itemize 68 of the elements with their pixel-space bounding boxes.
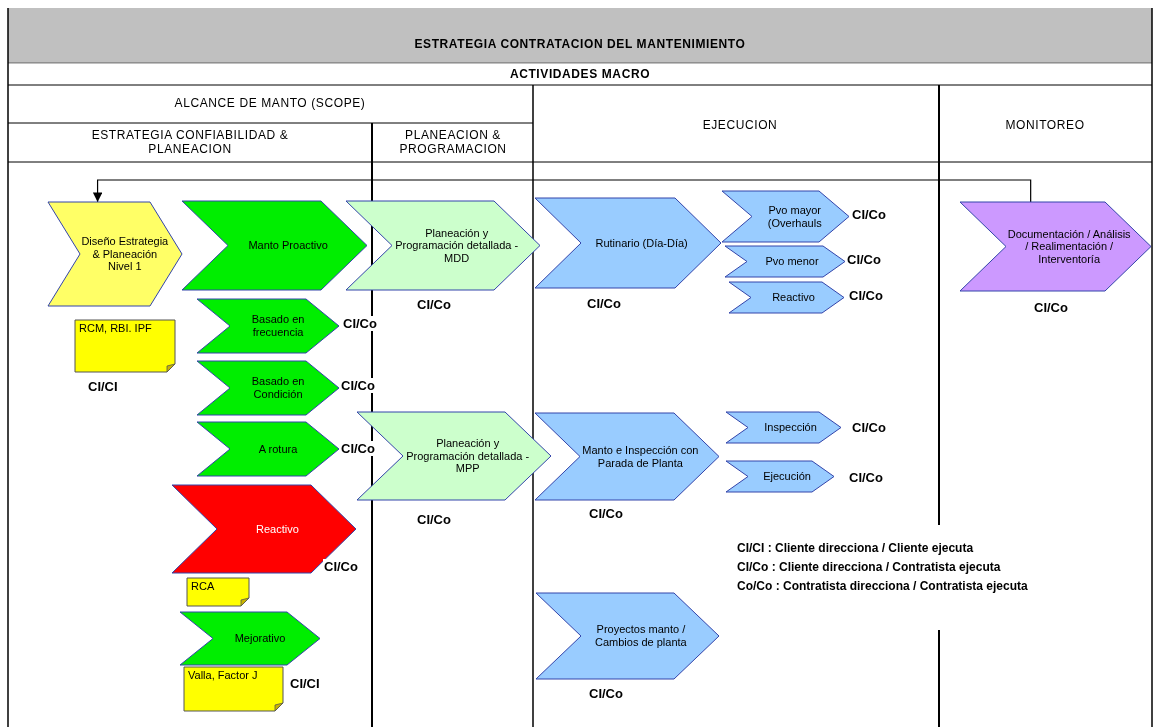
responsibility-code: CI/Co bbox=[851, 207, 887, 222]
chevron-box bbox=[725, 246, 845, 277]
node-text: Pvo mayor (Overhauls bbox=[766, 203, 823, 230]
node-text: Valla, Factor J bbox=[188, 669, 258, 682]
chevron-box bbox=[346, 201, 540, 290]
responsibility-code: CI/Co bbox=[851, 420, 887, 435]
chevron-box bbox=[48, 202, 182, 306]
column-header: ACTIVIDADES MACRO bbox=[508, 67, 652, 82]
node-text: Inspección bbox=[764, 421, 817, 434]
chevron-box bbox=[960, 202, 1151, 291]
legend-note: CI/Co : Cliente direcciona / Contratista ejecuta bbox=[737, 560, 1002, 575]
chevron-box bbox=[536, 593, 719, 679]
chevron-box bbox=[197, 361, 339, 415]
diagram-title: ESTRATEGIA CONTRATACION DEL MANTENIMIENTO bbox=[413, 37, 747, 52]
responsibility-code: CI/CI bbox=[87, 379, 119, 394]
note-box bbox=[75, 320, 175, 372]
node-text: Proyectos manto / Cambios de planta bbox=[594, 623, 688, 649]
node-text: Planeación y Programación detallada - MPP bbox=[405, 437, 531, 475]
chevron-box bbox=[535, 413, 719, 500]
responsibility-code: CI/CI bbox=[289, 676, 321, 691]
node-text: Mejorativo bbox=[234, 632, 286, 645]
node-text: Documentación / Análisis / Realimentación / Interventoría bbox=[1007, 227, 1132, 266]
responsibility-code: CI/Co bbox=[323, 559, 359, 574]
chevron-box bbox=[726, 461, 834, 492]
responsibility-code: CI/Co bbox=[342, 316, 378, 331]
node-text: Manto e Inspección con Parada de Planta bbox=[581, 443, 700, 470]
node-text: Basado en frecuencia bbox=[250, 313, 306, 339]
node-text: A rotura bbox=[258, 442, 298, 456]
chevron-box bbox=[182, 201, 367, 290]
responsibility-code: CI/Co bbox=[340, 441, 376, 456]
column-header: EJECUCION bbox=[701, 118, 779, 133]
chevron-box bbox=[197, 299, 339, 353]
chevron-box bbox=[726, 412, 841, 443]
legend-note: Co/Co : Contratista direcciona / Contratista ejecuta bbox=[737, 579, 1029, 594]
node-text: Ejecución bbox=[763, 470, 811, 483]
responsibility-code: CI/Co bbox=[586, 296, 622, 311]
node-text: RCA bbox=[191, 580, 215, 593]
responsibility-code: CI/Co bbox=[340, 378, 376, 393]
responsibility-code: CI/Co bbox=[416, 297, 452, 312]
node-text: Rutinario (Día-Día) bbox=[595, 236, 688, 250]
node-text: Planeación y Programación detallada - MDD bbox=[394, 226, 520, 265]
column-header: PLANEACION & PROGRAMACION bbox=[398, 128, 508, 157]
legend-note: CI/CI : Cliente direcciona / Cliente ejecuta bbox=[737, 541, 975, 556]
chevron-box bbox=[722, 191, 849, 242]
responsibility-code: CI/Co bbox=[848, 470, 884, 485]
responsibility-code: CI/Co bbox=[416, 512, 452, 527]
node-text: Reactivo bbox=[255, 522, 299, 536]
chevron-box bbox=[729, 282, 844, 313]
responsibility-code: CI/Co bbox=[588, 686, 624, 701]
responsibility-code: CI/Co bbox=[848, 288, 884, 303]
node-text: RCM, RBI. IPF bbox=[79, 322, 152, 335]
chevron-box bbox=[197, 422, 339, 476]
note-box bbox=[187, 578, 249, 606]
responsibility-code: CI/Co bbox=[1033, 300, 1069, 315]
feedback-arrow bbox=[92, 179, 1032, 203]
column-header: ESTRATEGIA CONFIABILIDAD & PLANEACION bbox=[90, 128, 290, 157]
responsibility-code: CI/Co bbox=[846, 252, 882, 267]
column-header: MONITOREO bbox=[1004, 118, 1086, 133]
chevron-box bbox=[180, 612, 320, 665]
node-text: Reactivo bbox=[772, 291, 815, 304]
node-text: Pvo menor bbox=[765, 255, 819, 268]
responsibility-code: CI/Co bbox=[588, 506, 624, 521]
node-text: Manto Proactivo bbox=[248, 239, 328, 252]
node-text: Basado en Condición bbox=[250, 375, 306, 401]
node-text: Diseño Estrategia & Planeación Nivel 1 bbox=[81, 235, 169, 273]
column-header: ALCANCE DE MANTO (SCOPE) bbox=[173, 96, 367, 111]
note-box bbox=[184, 667, 283, 711]
chevron-box bbox=[172, 485, 356, 573]
